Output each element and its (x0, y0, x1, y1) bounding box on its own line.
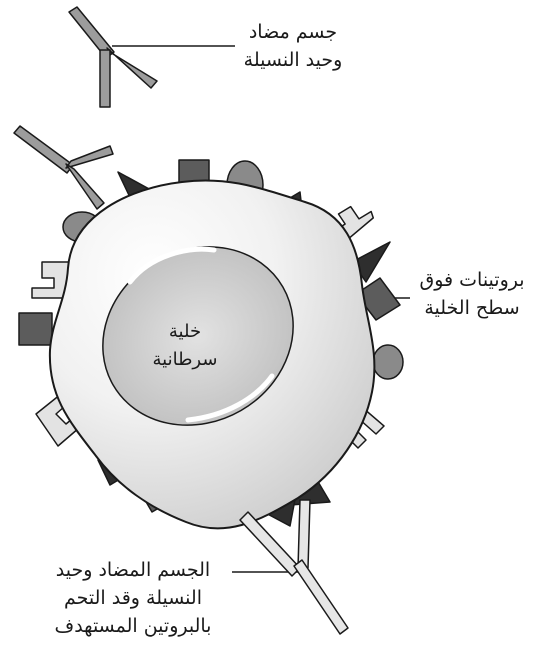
free-antibody (68, 6, 158, 108)
label-cancer-cell: خلية سرطانية (130, 318, 240, 374)
label-bound-line-1: الجسم المضاد وحيد (55, 559, 211, 581)
label-bound-line-2: النسيلة وقد التحم (64, 587, 202, 609)
label-antibody-line-1: جسم مضاد (248, 21, 338, 43)
label-cell-line-1: خلية (168, 321, 202, 342)
label-proteins-line-2: سطح الخلية (424, 297, 520, 319)
label-bound-antibody: الجسم المضاد وحيد النسيلة وقد التحم بالب… (28, 556, 238, 640)
nucleus-highlight-bottom (185, 373, 275, 423)
label-antibody-line-2: وحيد النسيلة (243, 49, 343, 71)
label-surface-proteins: بروتينات فوق سطح الخلية (402, 266, 542, 322)
nucleus-highlight-top (127, 246, 217, 285)
bound-antibody (239, 499, 349, 635)
label-bound-line-3: بالبروتين المستهدف (54, 615, 212, 637)
approaching-antibody (13, 125, 114, 210)
label-proteins-line-1: بروتينات فوق (419, 269, 525, 291)
label-cell-line-2: سرطانية (152, 349, 218, 370)
label-monoclonal-antibody: جسم مضاد وحيد النسيلة (228, 18, 358, 74)
